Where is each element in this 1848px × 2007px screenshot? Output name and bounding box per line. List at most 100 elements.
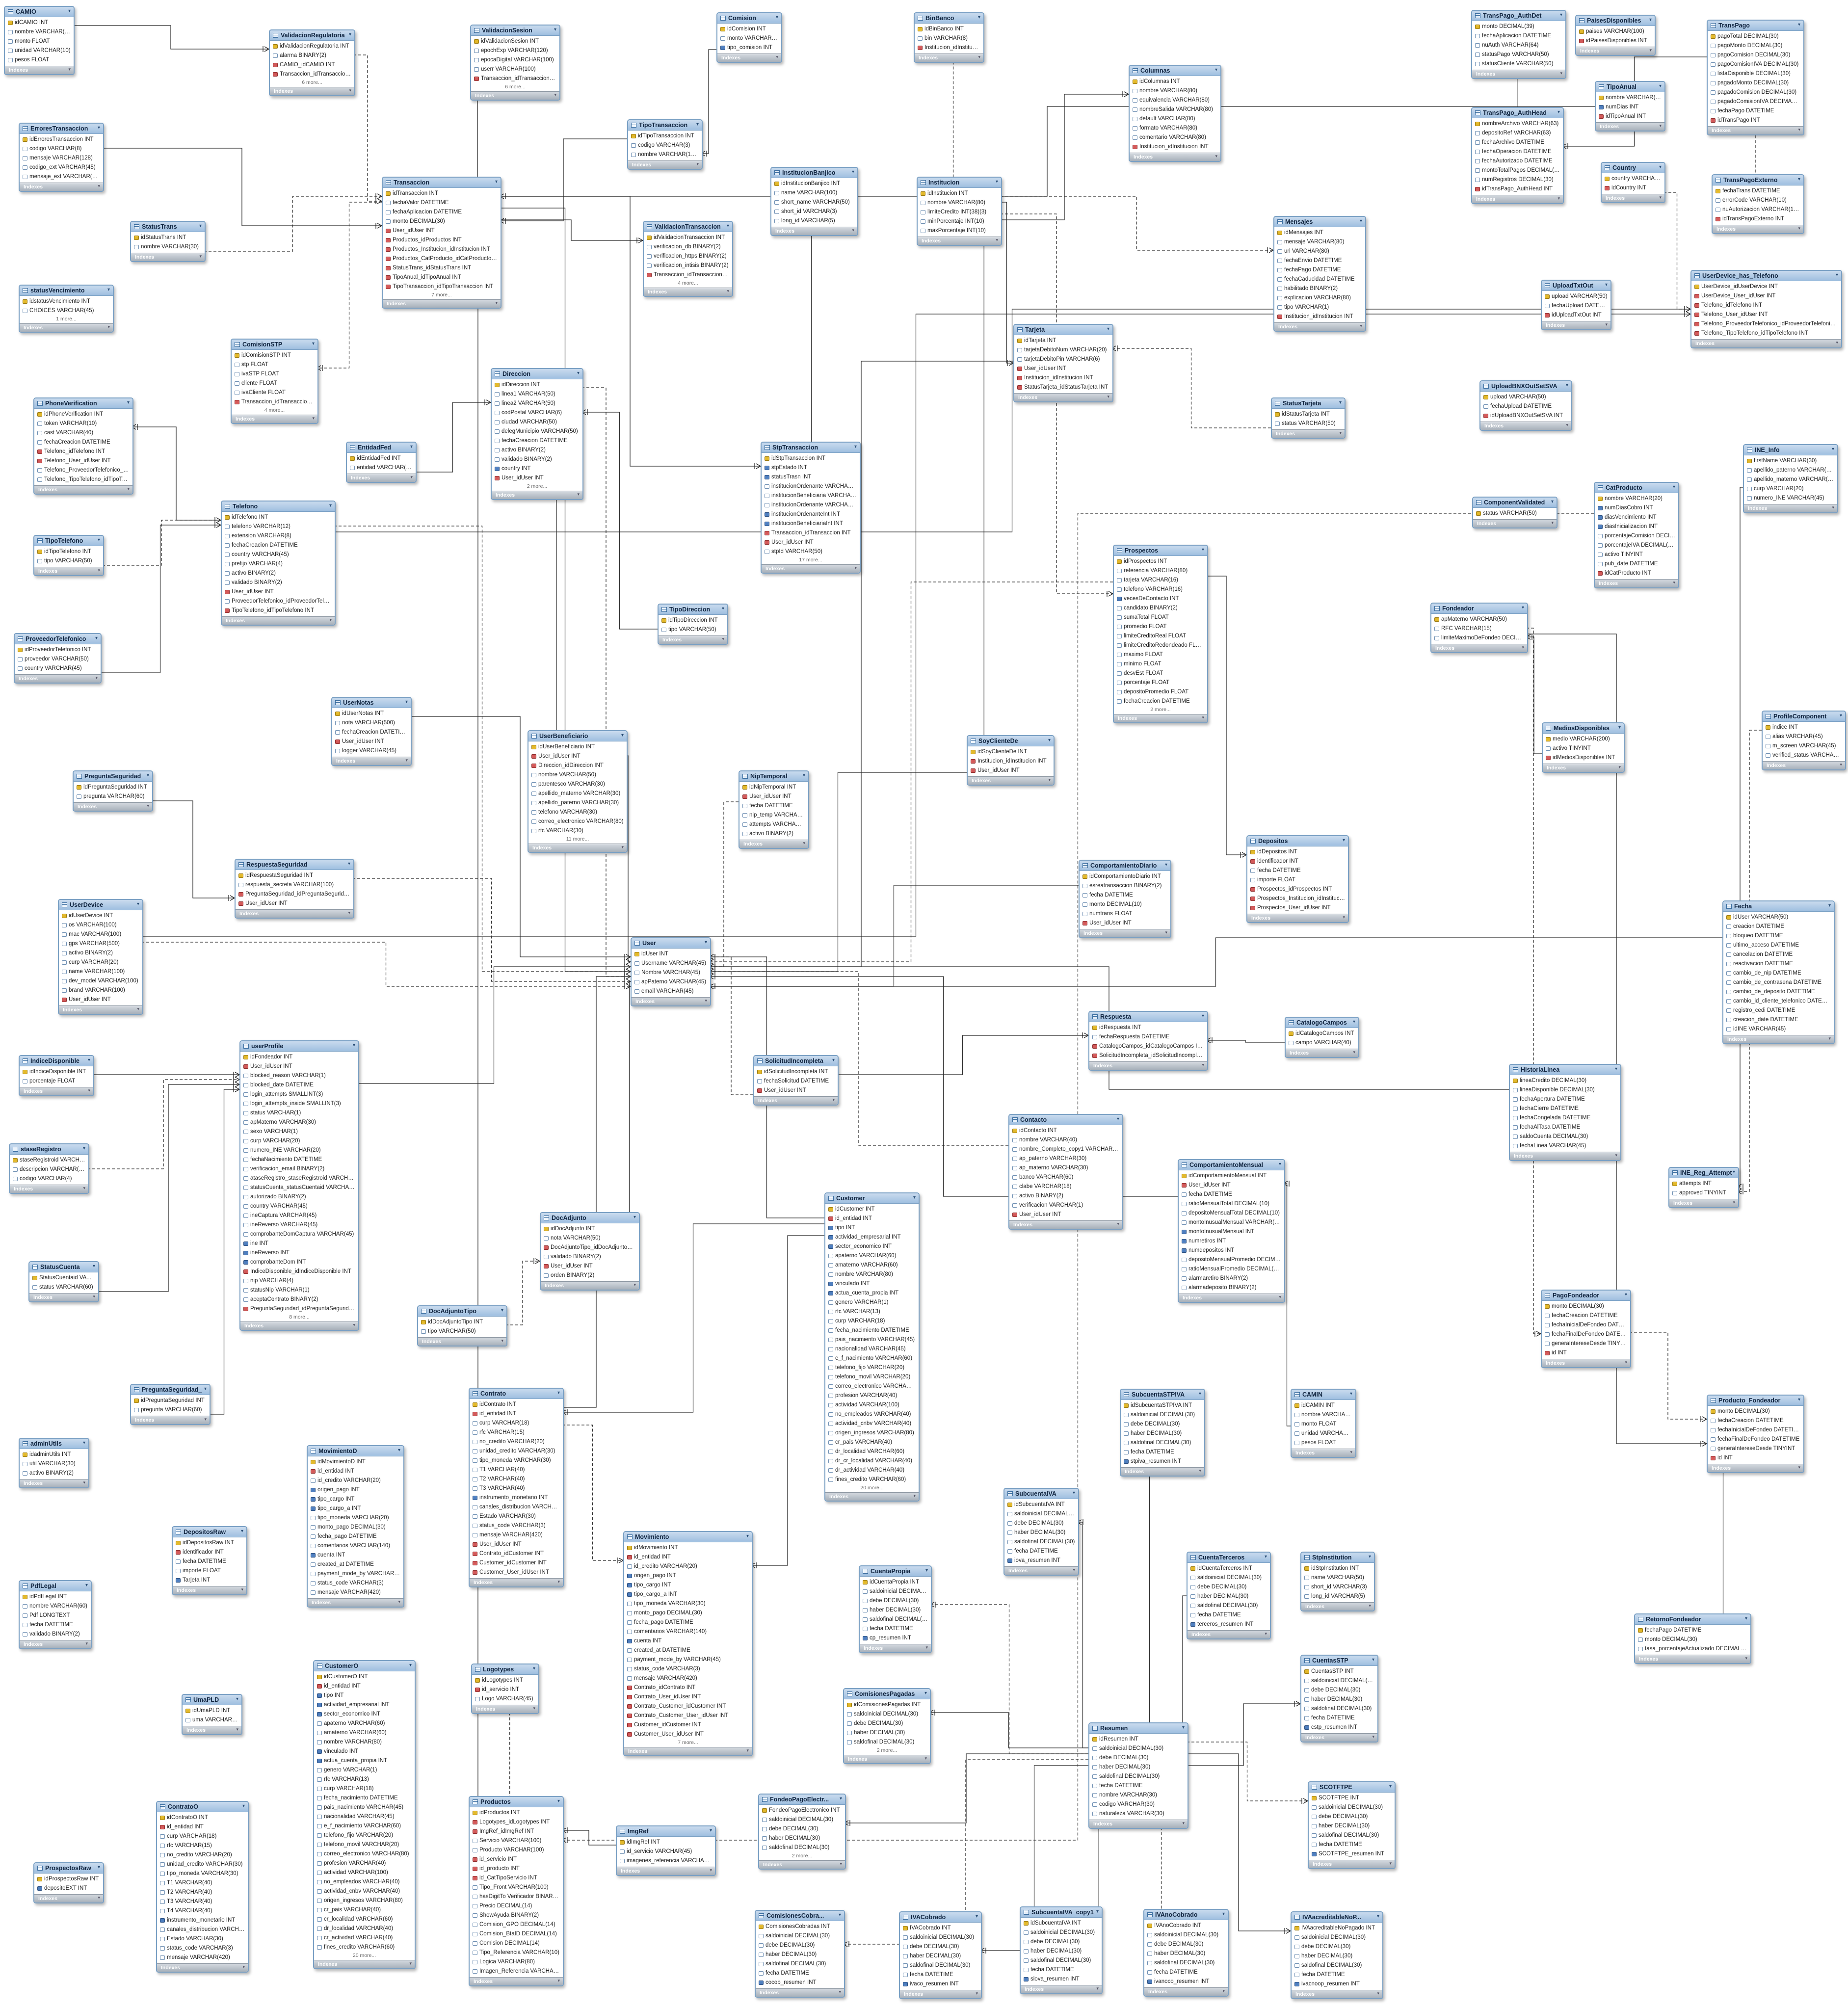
collapse-chevron-icon[interactable]: ▾	[913, 1195, 916, 1200]
column-row[interactable]: saldofinal DECIMAL(30)	[1292, 1961, 1382, 1970]
column-row[interactable]: login_attempts SMALLINT(3)	[240, 1090, 358, 1099]
column-row[interactable]: Pdf LONGTEXT	[20, 1611, 91, 1620]
table-header[interactable]: PhoneVerification▾	[34, 398, 132, 409]
column-row[interactable]: prefijo VARCHAR(4)	[222, 559, 335, 569]
collapse-chevron-icon[interactable]: ▾	[532, 1666, 535, 1671]
column-row[interactable]: DocAdjuntoTipo_idDocAdjuntoTipo INT	[541, 1243, 639, 1252]
column-row[interactable]: SCOTFTPE INT	[1309, 1794, 1395, 1803]
column-row[interactable]: short_id VARCHAR(3)	[1301, 1583, 1374, 1592]
column-row[interactable]: curp VARCHAR(18)	[825, 1317, 919, 1326]
column-row[interactable]: idComisionSTP INT	[232, 351, 317, 360]
column-row[interactable]: id_entidad INT	[314, 1682, 415, 1691]
column-row[interactable]: idMovimiento INT	[624, 1543, 752, 1553]
column-row[interactable]: id_entidad INT	[470, 1409, 563, 1419]
collapse-chevron-icon[interactable]: ▾	[107, 287, 110, 292]
collapse-chevron-icon[interactable]: ▾	[1264, 1554, 1267, 1559]
collapse-chevron-icon[interactable]: ▾	[975, 1914, 978, 1919]
column-row[interactable]: haber DECIMAL(30)	[1004, 1528, 1078, 1537]
indexes-chevron-icon[interactable]: ▾	[924, 1756, 927, 1761]
indexes-section[interactable]: Indexes▾	[624, 1747, 752, 1755]
column-row[interactable]: fecha DATETIME	[1080, 891, 1170, 900]
column-row[interactable]: instrumento_monetario INT	[157, 1916, 248, 1925]
table-header[interactable]: ComisionesCobra...▾	[756, 1911, 844, 1921]
collapse-chevron-icon[interactable]: ▾	[554, 27, 556, 32]
table-header[interactable]: SubcuentaIVA_copy1▾	[1021, 1907, 1102, 1918]
column-row[interactable]: saldofinal DECIMAL(30)	[756, 1959, 844, 1969]
column-row[interactable]: fecha DATETIME	[1179, 1190, 1284, 1199]
column-row[interactable]: diasInicializacion INT	[1595, 522, 1678, 531]
column-row[interactable]: canales_distribucion VARCHAR(30)	[157, 1925, 248, 1934]
column-row[interactable]: idFondeador INT	[240, 1053, 358, 1062]
column-row[interactable]: extension VARCHAR(8)	[222, 531, 335, 541]
indexes-chevron-icon[interactable]: ▾	[634, 1282, 636, 1287]
column-row[interactable]: idDepositosRaw INT	[173, 1538, 246, 1548]
column-row[interactable]: status_code VARCHAR(3)	[470, 1521, 563, 1531]
column-row[interactable]: Contrato_idCustomer INT	[470, 1549, 563, 1558]
collapse-chevron-icon[interactable]: ▾	[1072, 1490, 1075, 1496]
column-row[interactable]: comentario VARCHAR(80)	[1130, 133, 1220, 142]
column-row[interactable]: comentarios VARCHAR(140)	[624, 1627, 752, 1637]
table-fecha[interactable]: Fecha▾idUser VARCHAR(50)creacion DATETIM…	[1722, 900, 1835, 1044]
indexes-section[interactable]: Indexes▾	[1713, 225, 1803, 233]
column-row[interactable]: fechaCierre DATETIME	[1510, 1104, 1620, 1113]
collapse-chevron-icon[interactable]: ▾	[236, 1696, 238, 1702]
indexes-chevron-icon[interactable]: ▾	[722, 636, 724, 641]
column-row[interactable]: ap_paterno VARCHAR(30)	[1009, 1154, 1122, 1163]
column-row[interactable]: saldofinal DECIMAL(30)	[1004, 1537, 1078, 1547]
indexes-section[interactable]: Indexes▾	[739, 840, 808, 848]
column-row[interactable]: fechaPago DATETIME	[1708, 106, 1803, 116]
table-header[interactable]: TipoDireccion▾	[659, 605, 727, 615]
column-row[interactable]: idPreguntaSeguridad INT	[131, 1396, 210, 1405]
column-row[interactable]: no_empleados VARCHAR(40)	[825, 1410, 919, 1419]
column-row[interactable]: equivalencia VARCHAR(80)	[1130, 96, 1220, 105]
column-row[interactable]: lineaCredito DECIMAL(30)	[1510, 1076, 1620, 1085]
column-row[interactable]: idEntidadFed INT	[347, 454, 416, 463]
column-row[interactable]: idTipoTransaccion INT	[628, 132, 702, 141]
column-row[interactable]: vinculado INT	[314, 1747, 415, 1756]
table-header[interactable]: CuentasSTP▾	[1301, 1656, 1377, 1666]
column-row[interactable]: numDiasCobro INT	[1595, 503, 1678, 513]
column-row[interactable]: statusTrasn INT	[762, 473, 860, 482]
indexes-section[interactable]: Indexes▾	[541, 1281, 639, 1290]
column-row[interactable]: short_name VARCHAR(50)	[771, 198, 857, 207]
column-row[interactable]: monto DECIMAL(10)	[1080, 900, 1170, 909]
collapse-chevron-icon[interactable]: ▾	[832, 1057, 835, 1063]
indexes-chevron-icon[interactable]: ▾	[1117, 1221, 1119, 1226]
column-row[interactable]: idUserNotas INT	[332, 709, 411, 718]
column-row[interactable]: nombre VARCHAR(30)	[1089, 1791, 1188, 1800]
column-row[interactable]: correo_electronico VARCHAR(80)	[314, 1849, 415, 1859]
collapse-chevron-icon[interactable]: ▾	[704, 940, 707, 945]
column-row[interactable]: StatusTarjeta_idStatusTarjeta INT	[1014, 383, 1112, 392]
column-row[interactable]: actividad_empresarial INT	[825, 1233, 919, 1242]
column-row[interactable]: ineCaptura VARCHAR(45)	[240, 1211, 358, 1220]
collapse-chevron-icon[interactable]: ▾	[1649, 17, 1652, 23]
column-row[interactable]: fechaEnvio DATETIME	[1274, 256, 1365, 265]
column-row[interactable]: fechaSolicitud DATETIME	[754, 1077, 838, 1086]
indexes-section[interactable]: Indexes▾	[1301, 1602, 1374, 1611]
indexes-section[interactable]: Indexes▾	[59, 1005, 142, 1014]
indexes-section[interactable]: Indexes▾	[236, 909, 353, 918]
column-row[interactable]: profesion VARCHAR(40)	[825, 1391, 919, 1400]
table-header[interactable]: ProspectosRaw▾	[34, 1863, 103, 1874]
column-row[interactable]: Telefono_idTelefono INT	[34, 447, 132, 456]
indexes-section[interactable]: Indexes▾	[644, 288, 732, 296]
indexes-section[interactable]: Indexes▾	[759, 1860, 845, 1869]
column-row[interactable]: fechaCreacion DATETIME	[222, 541, 335, 550]
column-row[interactable]: status_code VARCHAR(3)	[624, 1664, 752, 1674]
column-row[interactable]: fines_credito VARCHAR(60)	[825, 1475, 919, 1484]
column-row[interactable]: haber DECIMAL(30)	[759, 1834, 845, 1843]
indexes-section[interactable]: Indexes▾	[1274, 322, 1365, 331]
column-row[interactable]: saldofinal DECIMAL(30)	[900, 1961, 981, 1970]
column-row[interactable]: fechaCreacion DATETIME	[1114, 697, 1207, 706]
column-row[interactable]: idErroresTransaccion INT	[20, 135, 103, 144]
column-row[interactable]: institucionOrdenante VARCHAR(...	[762, 501, 860, 510]
collapse-chevron-icon[interactable]: ▾	[721, 606, 724, 611]
column-row[interactable]: rfc VARCHAR(30)	[528, 826, 627, 836]
column-row[interactable]: StatusTrans_idStatusTrans INT	[383, 264, 501, 273]
table-comportamientodiario[interactable]: ComportamientoDiario▾idComportamientoDia…	[1079, 860, 1171, 938]
